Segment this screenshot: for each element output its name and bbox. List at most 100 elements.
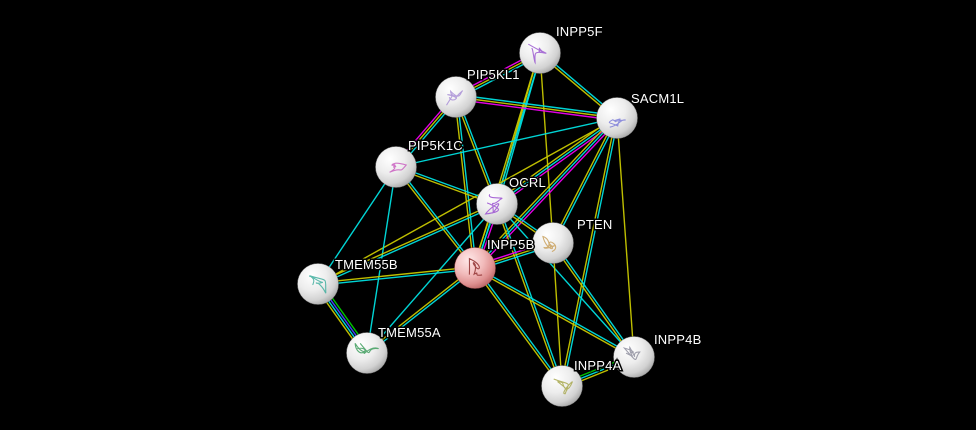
edge-PTEN-INPP4A[interactable] (552, 242, 563, 387)
edge-SACM1L-INPP4B[interactable] (616, 117, 635, 358)
protein-structure-glyph (542, 235, 557, 253)
node-PIP5KL1[interactable] (435, 76, 477, 118)
edge-line-textmining[interactable] (495, 203, 562, 388)
edge-PTEN-INPP4B[interactable] (551, 241, 636, 359)
edge-line-databases[interactable] (496, 117, 618, 205)
protein-structure-glyph (468, 257, 483, 276)
edge-line-textmining[interactable] (455, 96, 618, 119)
node-PIP5K1C[interactable] (375, 146, 417, 188)
edge-line-textmining[interactable] (317, 117, 618, 285)
edge-PIP5KL1-INPP5B[interactable] (454, 96, 477, 269)
node-INPP4A[interactable] (541, 365, 583, 407)
edge-line-textmining[interactable] (560, 117, 617, 387)
edge-PIP5K1C-TMEM55B[interactable] (317, 166, 397, 285)
node-circle[interactable] (346, 332, 388, 374)
edge-line-databases[interactable] (553, 241, 636, 358)
node-label-INPP4B: INPP4B (654, 332, 701, 347)
edge-line-experiments[interactable] (476, 118, 620, 271)
node-label-PTEN: PTEN (577, 217, 612, 232)
edge-INPP5B-INPP4A[interactable] (473, 266, 564, 388)
protein-structure-glyph (354, 343, 379, 354)
edge-line-databases[interactable] (317, 166, 397, 285)
protein-structure-glyph (484, 193, 503, 215)
edge-line-textmining[interactable] (394, 167, 475, 270)
edge-line-databases[interactable] (396, 165, 477, 268)
node-INPP4B[interactable] (613, 336, 655, 378)
edge-SACM1L-TMEM55B[interactable] (317, 117, 618, 285)
edge-OCRL-TMEM55B[interactable] (316, 202, 499, 286)
edge-line-textmining[interactable] (551, 242, 634, 359)
edge-line-experiments[interactable] (454, 98, 618, 122)
node-circle[interactable] (454, 247, 496, 289)
edge-OCRL-INPP4B[interactable] (496, 203, 635, 358)
node-circle[interactable] (613, 336, 655, 378)
edge-line-databases[interactable] (395, 117, 618, 168)
edge-line-databases[interactable] (496, 203, 635, 358)
node-circle[interactable] (297, 263, 339, 305)
node-label-INPP5B: INPP5B (487, 237, 534, 252)
protein-structure-glyph (446, 89, 464, 106)
edge-OCRL-TMEM55A[interactable] (366, 203, 498, 354)
node-circle[interactable] (519, 32, 561, 74)
edge-line-databases[interactable] (562, 117, 619, 387)
node-circle[interactable] (541, 365, 583, 407)
edge-line-databases[interactable] (455, 93, 619, 117)
node-INPP5B[interactable] (454, 247, 496, 289)
edge-line-databases[interactable] (317, 204, 499, 286)
edge-SACM1L-PTEN[interactable] (551, 116, 619, 245)
node-label-PIP5KL1: PIP5KL1 (467, 67, 520, 82)
node-label-OCRL: OCRL (509, 175, 546, 190)
node-label-TMEM55A: TMEM55A (378, 325, 441, 340)
node-INPP5F[interactable] (519, 32, 561, 74)
edges-layer (314, 50, 636, 389)
edge-line-textmining[interactable] (472, 115, 616, 268)
edge-line-databases[interactable] (456, 96, 477, 269)
protein-structure-glyph (309, 275, 327, 294)
edge-line-textmining[interactable] (317, 266, 476, 284)
edge-line-textmining[interactable] (616, 117, 635, 358)
node-TMEM55B[interactable] (297, 263, 339, 305)
edge-line-textmining[interactable] (316, 202, 498, 284)
edge-SACM1L-INPP5B[interactable] (472, 115, 620, 271)
protein-structure-glyph (622, 345, 641, 360)
edge-line-databases[interactable] (367, 268, 477, 355)
edge-line-databases[interactable] (317, 268, 476, 286)
edge-SACM1L-INPP4A[interactable] (560, 117, 619, 387)
edge-line-textmining[interactable] (473, 268, 635, 359)
edge-line-databases[interactable] (475, 266, 564, 386)
node-label-INPP4A: INPP4A (574, 358, 622, 373)
edge-OCRL-INPP4A[interactable] (495, 202, 564, 388)
edge-line-databases[interactable] (553, 117, 619, 245)
edge-line-databases[interactable] (497, 202, 564, 387)
edge-line-textmining[interactable] (454, 96, 475, 269)
node-label-SACM1L: SACM1L (631, 91, 684, 106)
edge-PIP5K1C-TMEM55A[interactable] (366, 166, 397, 354)
protein-structure-glyph (389, 162, 408, 173)
edge-line-databases[interactable] (366, 166, 397, 354)
edge-INPP5B-TMEM55A[interactable] (365, 266, 477, 355)
node-TMEM55A[interactable] (346, 332, 388, 374)
edge-line-textmining[interactable] (473, 268, 562, 388)
labels-layer: INPP5FPIP5KL1SACM1LPIP5K1COCRLPTENINPP5B… (334, 23, 703, 375)
node-PTEN[interactable] (532, 222, 574, 264)
edge-line-textmining[interactable] (365, 266, 475, 353)
edge-line-databases[interactable] (474, 117, 618, 269)
edge-line-textmining[interactable] (551, 116, 617, 244)
edge-PIP5KL1-SACM1L[interactable] (454, 93, 619, 122)
edge-line-databases[interactable] (366, 203, 498, 354)
edge-INPP5B-TMEM55B[interactable] (317, 266, 476, 286)
protein-structure-glyph (553, 378, 573, 395)
nodes-layer (297, 32, 655, 407)
edge-SACM1L-PIP5K1C[interactable] (395, 117, 618, 168)
node-SACM1L[interactable] (596, 97, 638, 139)
edge-PIP5K1C-INPP5B[interactable] (394, 165, 477, 270)
node-circle[interactable] (596, 97, 638, 139)
edge-line-textmining[interactable] (539, 52, 554, 244)
edge-line-textmining[interactable] (552, 242, 563, 387)
node-OCRL[interactable] (476, 183, 518, 225)
edge-line-databases[interactable] (474, 266, 636, 357)
edge-INPP5B-INPP4B[interactable] (473, 266, 636, 359)
edge-INPP5F-PTEN[interactable] (539, 52, 554, 244)
